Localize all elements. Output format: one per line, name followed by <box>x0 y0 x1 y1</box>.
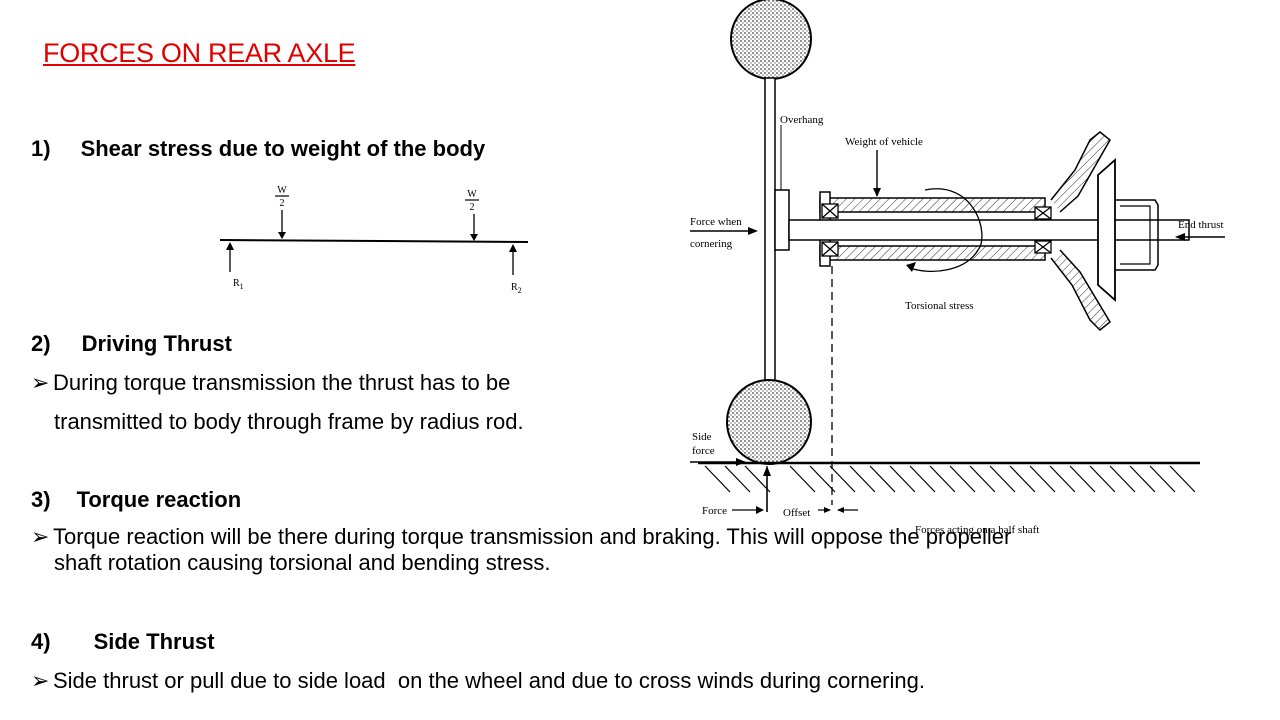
slide-title: FORCES ON REAR AXLE <box>43 38 356 68</box>
section-2-heading: 2) Driving Thrust <box>31 331 232 357</box>
side-label: Side <box>692 431 712 443</box>
section-2-title: Driving Thrust <box>81 331 232 356</box>
reaction-right-label: R2 <box>511 282 522 295</box>
bullet-arrow-icon: ➢ <box>31 668 50 693</box>
section-1-title: Shear stress due to weight of the body <box>80 136 486 161</box>
axle-casing-bottom <box>819 245 1046 261</box>
section-1-heading: 1) Shear stress due to weight of the body <box>31 136 485 162</box>
bullet-arrow-icon: ➢ <box>31 370 50 395</box>
section-2-bullet-line-1: ➢During torque transmission the thrust h… <box>31 370 511 395</box>
section-3-heading: 3) Torque reaction <box>31 487 241 513</box>
reaction-left-label: R1 <box>233 278 244 291</box>
load-left-denominator: 2 <box>280 198 285 209</box>
force-when-label: Force when <box>690 216 742 228</box>
torsional-stress-arc <box>909 188 983 273</box>
diagram-caption: Forces acting on a half shaft <box>915 524 1039 536</box>
section-4-number: 4) <box>31 629 51 654</box>
axle-casing-top <box>819 197 1046 213</box>
bullet-arrow-icon: ➢ <box>31 524 50 549</box>
ground-hatching <box>704 465 1196 493</box>
section-4-bullet-line-1: ➢Side thrust or pull due to side load on… <box>31 668 925 693</box>
offset-label: Offset <box>783 507 810 519</box>
housing-flare-bottom <box>1050 249 1111 332</box>
section-3-title: Torque reaction <box>76 487 242 512</box>
load-left-label: W <box>277 185 287 196</box>
section-2-bullet-line-2: transmitted to body through frame by rad… <box>54 409 524 434</box>
load-right-label: W <box>467 189 477 200</box>
section-1-number: 1) <box>31 136 51 161</box>
end-thrust-label: End thrust <box>1178 219 1224 231</box>
force-label: Force <box>702 505 727 517</box>
section-3-number: 3) <box>31 487 51 512</box>
section-4-heading: 4) Side Thrust <box>31 629 215 655</box>
section-4-title: Side Thrust <box>93 629 215 654</box>
wheel-top <box>730 0 812 80</box>
beam-line <box>219 239 529 243</box>
hub-flange <box>774 189 790 251</box>
wheel-rim <box>764 77 776 384</box>
bearings <box>821 203 1052 257</box>
torsional-stress-label: Torsional stress <box>905 300 974 312</box>
section-3-bullet-line-2: shaft rotation causing torsional and ben… <box>54 550 551 575</box>
overhang-label: Overhang <box>780 114 824 126</box>
beam-diagram: W 2 W 2 R1 R2 <box>219 185 529 295</box>
load-right-denominator: 2 <box>470 202 475 213</box>
half-shaft-diagram: Overhang Weight of vehicle Force when co… <box>690 0 1225 536</box>
crown-wheel <box>1097 158 1116 302</box>
wheel-bottom <box>726 379 812 465</box>
weight-of-vehicle-label: Weight of vehicle <box>845 136 923 148</box>
section-3-bullet-line-1: ➢Torque reaction will be there during to… <box>31 524 1012 549</box>
housing-flare-top <box>1050 131 1111 213</box>
section-2-number: 2) <box>31 331 51 356</box>
cornering-label: cornering <box>690 238 733 250</box>
side-force-label: force <box>692 445 715 457</box>
half-shaft <box>788 219 1190 241</box>
